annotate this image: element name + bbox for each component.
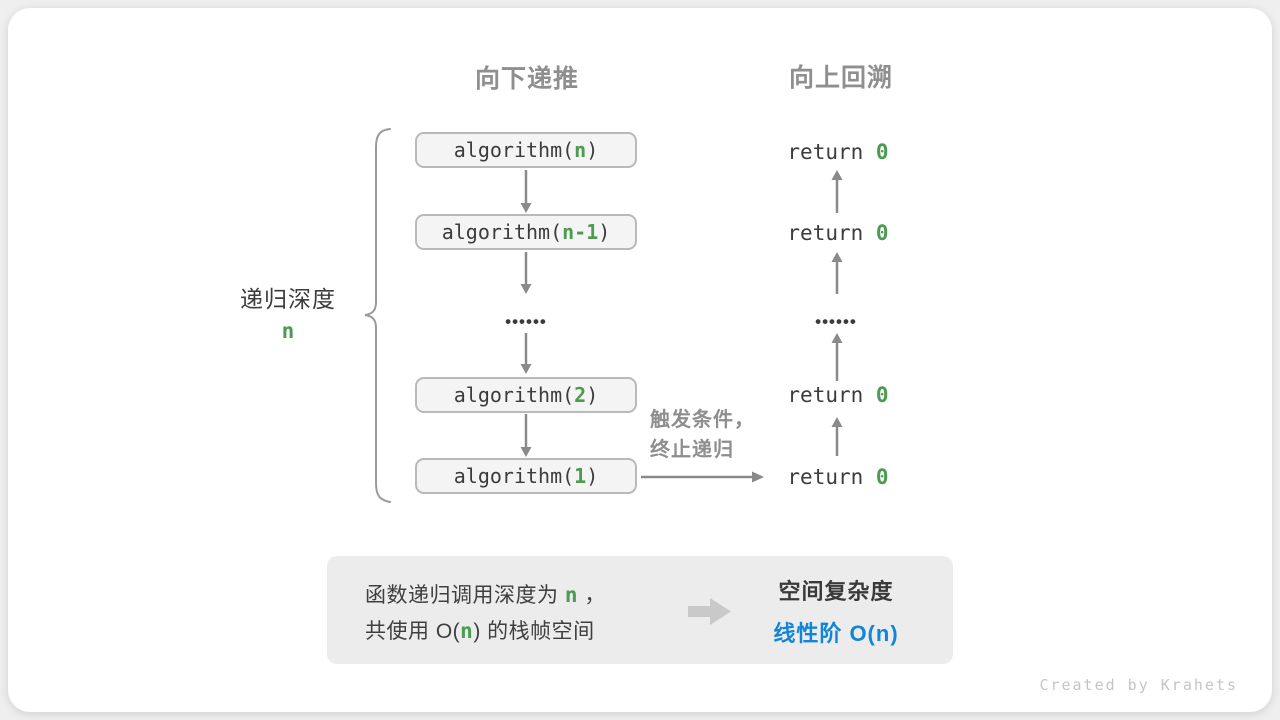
summary-var: n bbox=[564, 583, 578, 607]
summary-text: ， bbox=[578, 584, 606, 607]
call-box-algorithm-n-1: algorithm(n-1) bbox=[415, 214, 637, 250]
recursion-depth-label: 递归深度 bbox=[240, 286, 336, 312]
call-box-algorithm-2: algorithm(2) bbox=[415, 377, 637, 413]
return-value: 0 bbox=[875, 140, 889, 164]
ellipsis-left: •••••• bbox=[505, 312, 547, 331]
call-arg: 1 bbox=[574, 464, 587, 488]
summary-text: 函数递归调用深度为 bbox=[365, 584, 565, 607]
arrow-up-icon bbox=[831, 170, 843, 213]
call-text: algorithm( bbox=[453, 138, 575, 162]
big-arrow-right-icon bbox=[688, 598, 731, 625]
call-arg: n bbox=[574, 138, 587, 162]
header-downward-recursion: 向下递推 bbox=[474, 65, 579, 93]
return-keyword: return bbox=[787, 140, 876, 164]
curly-brace-icon bbox=[364, 128, 391, 503]
call-text: ) bbox=[586, 383, 599, 407]
summary-text: 共使用 O( bbox=[365, 620, 461, 643]
return-statement: return 0 bbox=[778, 221, 898, 245]
ellipsis-right: •••••• bbox=[815, 312, 857, 331]
call-text: ) bbox=[586, 138, 599, 162]
summary-panel bbox=[327, 556, 953, 664]
summary-text: ) 的栈帧空间 bbox=[473, 620, 595, 643]
arrow-up-icon bbox=[831, 417, 843, 456]
arrow-up-icon bbox=[831, 333, 843, 381]
call-text: algorithm( bbox=[453, 464, 575, 488]
arrow-up-icon bbox=[831, 252, 843, 294]
call-arg: n-1 bbox=[562, 220, 599, 244]
call-box-algorithm-n: algorithm(n) bbox=[415, 132, 637, 168]
return-keyword: return bbox=[787, 465, 876, 489]
return-statement: return 0 bbox=[778, 140, 898, 164]
arrow-down-icon bbox=[520, 414, 532, 457]
summary-line2: 共使用 O(n) 的栈帧空间 bbox=[365, 615, 595, 645]
call-text: ) bbox=[586, 464, 599, 488]
return-statement: return 0 bbox=[778, 465, 898, 489]
summary-line1: 函数递归调用深度为 n ， bbox=[365, 579, 606, 609]
call-arg: 2 bbox=[574, 383, 587, 407]
credit-watermark: Created by Krahets bbox=[1039, 676, 1238, 694]
space-complexity-value: 线性阶 O(n) bbox=[773, 621, 899, 646]
arrow-down-icon bbox=[520, 170, 532, 213]
summary-var: n bbox=[460, 619, 474, 643]
base-case-note-line1: 触发条件， bbox=[650, 409, 755, 431]
return-value: 0 bbox=[875, 221, 889, 245]
return-value: 0 bbox=[875, 383, 889, 407]
return-statement: return 0 bbox=[778, 383, 898, 407]
arrow-down-icon bbox=[520, 333, 532, 374]
return-keyword: return bbox=[787, 221, 876, 245]
base-case-note-line2: 终止递归 bbox=[650, 439, 734, 461]
call-box-algorithm-1: algorithm(1) bbox=[415, 458, 637, 494]
call-text: ) bbox=[598, 220, 611, 244]
header-upward-backtracking: 向上回溯 bbox=[788, 64, 893, 92]
return-keyword: return bbox=[787, 383, 876, 407]
return-value: 0 bbox=[875, 465, 889, 489]
space-complexity-title: 空间复杂度 bbox=[778, 579, 894, 604]
call-text: algorithm( bbox=[453, 383, 575, 407]
arrow-right-icon bbox=[641, 471, 764, 483]
arrow-down-icon bbox=[520, 252, 532, 294]
call-text: algorithm( bbox=[441, 220, 563, 244]
recursion-depth-value: n bbox=[281, 319, 295, 343]
